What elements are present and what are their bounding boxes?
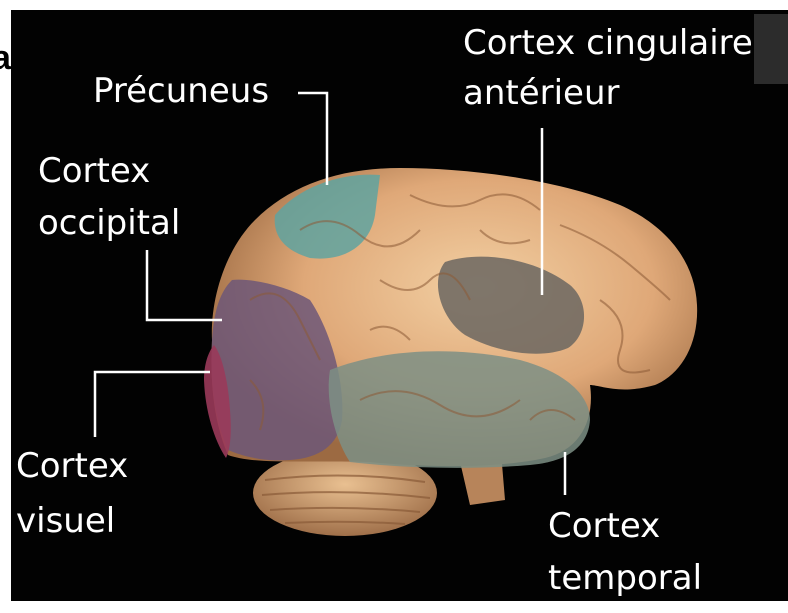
label-occipital-1: Cortex bbox=[38, 150, 150, 192]
label-temporal-2: temporal bbox=[548, 557, 702, 599]
leader-occipital bbox=[147, 250, 222, 320]
label-precuneus: Précuneus bbox=[93, 70, 269, 112]
label-visual-1: Cortex bbox=[16, 445, 128, 487]
label-temporal-1: Cortex bbox=[548, 505, 660, 547]
label-visual-2: visuel bbox=[16, 500, 115, 542]
leader-visual bbox=[95, 372, 210, 437]
label-cingulate-2: antérieur bbox=[463, 72, 620, 114]
leader-precuneus bbox=[298, 93, 327, 185]
label-cingulate-1: Cortex cingulaire bbox=[463, 22, 753, 64]
label-occipital-2: occipital bbox=[38, 202, 180, 244]
